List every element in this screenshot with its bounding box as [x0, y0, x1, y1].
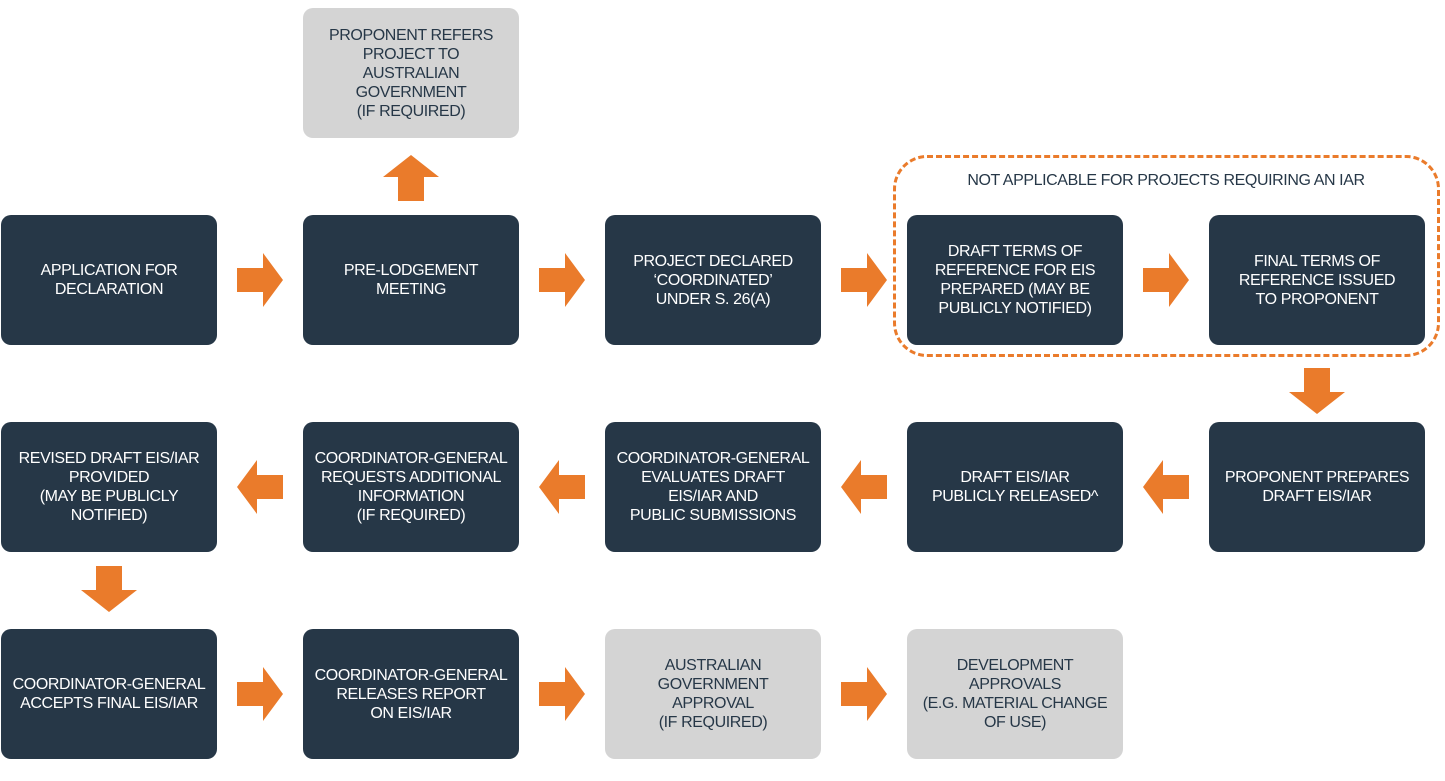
step-label: DRAFT EIS/IAR PUBLICLY RELEASED^: [931, 469, 1098, 505]
arrow-up-icon: [383, 155, 439, 201]
step-development-approvals: DEVELOPMENT APPROVALS (E.G. MATERIAL CHA…: [907, 629, 1123, 759]
step-requests-info: COORDINATOR-GENERAL REQUESTS ADDITIONAL …: [303, 422, 519, 552]
step-australian-approval: AUSTRALIAN GOVERNMENT APPROVAL (IF REQUI…: [605, 629, 821, 759]
step-label: DEVELOPMENT APPROVALS (E.G. MATERIAL CHA…: [922, 657, 1108, 731]
step-evaluates: COORDINATOR-GENERAL EVALUATES DRAFT EIS/…: [605, 422, 821, 552]
step-label: COORDINATOR-GENERAL RELEASES REPORT ON E…: [314, 666, 508, 722]
arrow-right-icon: [1143, 253, 1189, 307]
step-publicly-released: DRAFT EIS/IAR PUBLICLY RELEASED^: [907, 422, 1123, 552]
step-accepts-final: COORDINATOR-GENERAL ACCEPTS FINAL EIS/IA…: [1, 629, 217, 759]
step-proponent-prepares: PROPONENT PREPARES DRAFT EIS/IAR: [1209, 422, 1425, 552]
step-draft-tor: DRAFT TERMS OF REFERENCE FOR EIS PREPARE…: [907, 215, 1123, 345]
arrow-right-icon: [237, 667, 283, 721]
step-label: AUSTRALIAN GOVERNMENT APPROVAL (IF REQUI…: [657, 657, 769, 731]
not-applicable-note: NOT APPLICABLE FOR PROJECTS REQUIRING AN…: [967, 172, 1365, 189]
arrow-right-icon: [237, 253, 283, 307]
arrow-down-icon: [81, 566, 137, 612]
not-applicable-group-border: [893, 155, 1440, 357]
step-label: FINAL TERMS OF REFERENCE ISSUED TO PROPO…: [1238, 252, 1396, 308]
arrow-right-icon: [539, 253, 585, 307]
step-proponent-refers: PROPONENT REFERS PROJECT TO AUSTRALIAN G…: [303, 8, 519, 138]
step-label: PROPONENT REFERS PROJECT TO AUSTRALIAN G…: [329, 26, 493, 120]
arrow-left-icon: [841, 460, 887, 514]
step-revised-draft: REVISED DRAFT EIS/IAR PROVIDED (MAY BE P…: [1, 422, 217, 552]
arrow-down-icon: [1289, 368, 1345, 414]
step-label: PROJECT DECLARED ‘COORDINATED’ UNDER s. …: [633, 252, 793, 308]
step-label: COORDINATOR-GENERAL ACCEPTS FINAL EIS/IA…: [12, 676, 206, 712]
step-label: COORDINATOR-GENERAL EVALUATES DRAFT EIS/…: [616, 450, 810, 524]
arrow-left-icon: [1143, 460, 1189, 514]
step-application: APPLICATION FOR DECLARATION: [1, 215, 217, 345]
step-label: PRE-LODGEMENT MEETING: [343, 262, 479, 298]
arrow-left-icon: [237, 460, 283, 514]
step-releases-report: COORDINATOR-GENERAL RELEASES REPORT ON E…: [303, 629, 519, 759]
arrow-right-icon: [539, 667, 585, 721]
step-label: DRAFT TERMS OF REFERENCE FOR EIS PREPARE…: [934, 243, 1096, 317]
step-label: REVISED DRAFT EIS/IAR PROVIDED (MAY BE P…: [18, 450, 200, 524]
step-label: PROPONENT PREPARES DRAFT EIS/IAR: [1224, 469, 1410, 505]
arrow-right-icon: [841, 253, 887, 307]
arrow-right-icon: [841, 667, 887, 721]
step-final-tor: FINAL TERMS OF REFERENCE ISSUED TO PROPO…: [1209, 215, 1425, 345]
step-label: APPLICATION FOR DECLARATION: [40, 262, 178, 298]
step-declared: PROJECT DECLARED ‘COORDINATED’ UNDER s. …: [605, 215, 821, 345]
step-pre-lodgement: PRE-LODGEMENT MEETING: [303, 215, 519, 345]
step-label: COORDINATOR-GENERAL REQUESTS ADDITIONAL …: [314, 450, 508, 524]
arrow-left-icon: [539, 460, 585, 514]
